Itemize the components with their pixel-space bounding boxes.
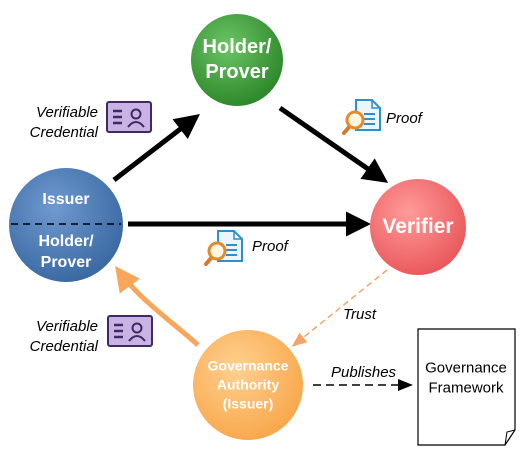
document-magnifier-icon bbox=[204, 230, 243, 266]
publishes-label: Publishes bbox=[331, 364, 397, 381]
issuer-holder-node bbox=[9, 168, 123, 282]
vc-top-line-2: Credential bbox=[29, 123, 98, 141]
document-magnifier-icon bbox=[342, 99, 381, 135]
document-fold bbox=[504, 429, 516, 446]
issuer-title: Issuer bbox=[42, 191, 90, 208]
governance-line-2: Authority bbox=[216, 376, 280, 393]
governance-line-3: (Issuer) bbox=[222, 395, 274, 412]
governance-authority-title: Governance Authority (Issuer) bbox=[208, 357, 289, 414]
vc-top-line-1: Verifiable bbox=[36, 104, 98, 121]
framework-line-1: Governance bbox=[425, 359, 507, 377]
verifier-title: Verifier bbox=[382, 215, 454, 238]
issuer-holder-line-1: Holder/ bbox=[38, 233, 94, 251]
verifier-node bbox=[370, 179, 466, 275]
holder-prover-node bbox=[191, 14, 283, 106]
governance-authority-node bbox=[193, 330, 303, 440]
holder-prover-line-2: Prover bbox=[205, 61, 269, 83]
holder-prover-title: Holder/ Prover bbox=[203, 35, 272, 85]
issuer-holder-line-2: Prover bbox=[40, 254, 92, 271]
verifiable-credential-label-bottom: Verifiable Credential bbox=[20, 317, 98, 356]
governance-line-1: Governance bbox=[207, 357, 289, 374]
governance-framework-document bbox=[417, 328, 516, 446]
proof-label-right: Proof bbox=[386, 110, 422, 127]
arrow-governance-to-holder bbox=[115, 265, 200, 347]
proof-label-middle: Proof bbox=[252, 238, 288, 255]
framework-line-2: Framework bbox=[428, 379, 504, 396]
governance-framework-label: Governance Framework bbox=[425, 359, 507, 398]
issuer-holder-title: Holder/ Prover bbox=[38, 232, 93, 274]
arrow-issuer-to-holder bbox=[112, 113, 200, 182]
vc-bottom-line-1: Verifiable bbox=[36, 318, 98, 335]
holder-prover-line-1: Holder/ bbox=[202, 36, 272, 58]
vc-bottom-line-2: Credential bbox=[29, 337, 98, 355]
id-card-icon bbox=[106, 101, 152, 133]
id-card-icon bbox=[107, 315, 153, 347]
arrow-holder-to-verifier bbox=[278, 105, 389, 183]
trust-label: Trust bbox=[343, 306, 377, 323]
verifiable-credential-label-top: Verifiable Credential bbox=[20, 103, 98, 142]
